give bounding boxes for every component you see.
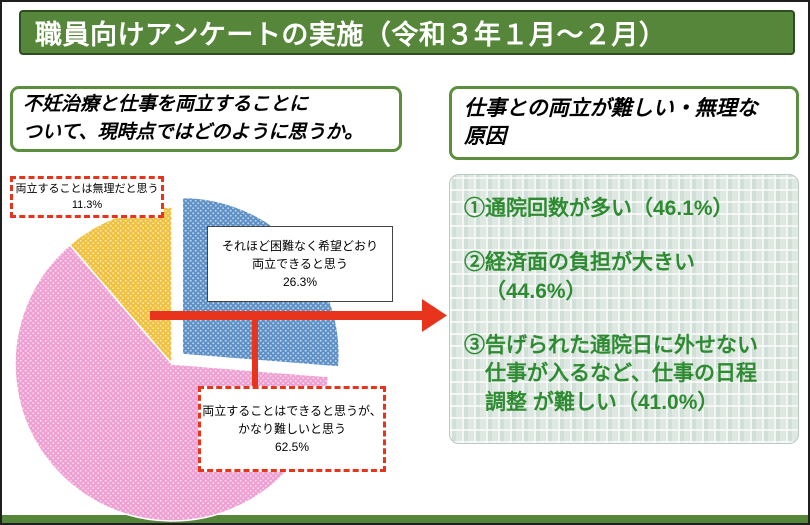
bottom-accent-strip — [2, 515, 808, 523]
cause-item-3: ③告げられた通院日に外せない 仕事が入るなど、仕事の日程 調整 が難しい（41.… — [464, 334, 758, 414]
pie-label-difficult: 両立することはできると思うが、 かなり難しいと思う 62.5% — [198, 386, 386, 472]
cause-item-1: ①通院回数が多い（46.1%） — [464, 197, 734, 220]
causes-heading: 仕事との両立が難しい・無理な 原因 — [464, 96, 758, 148]
causes-heading-panel: 仕事との両立が難しい・無理な 原因 — [449, 86, 799, 160]
causes-list: ①通院回数が多い（46.1%） ②経済面の負担が大きい（44.6%） ③告げられ… — [449, 174, 799, 444]
slide-title-bar: 職員向けアンケートの実施（令和３年１月～２月） — [19, 10, 795, 55]
question-panel: 不妊治療と仕事を両立することに ついて、現時点ではどのように思うか。 — [10, 86, 402, 152]
pie-label-no-difficulty: それほど困難なく希望どおり 両立できると思う 26.3% — [207, 226, 393, 302]
slide-title: 職員向けアンケートの実施（令和３年１月～２月） — [35, 20, 667, 50]
pie-label-impossible: 両立することは無理だと思う 11.3% — [10, 176, 164, 218]
cause-item-2: ②経済面の負担が大きい（44.6%） — [464, 251, 695, 303]
question-text: 不妊治療と仕事を両立することに ついて、現時点ではどのように思うか。 — [23, 93, 364, 144]
